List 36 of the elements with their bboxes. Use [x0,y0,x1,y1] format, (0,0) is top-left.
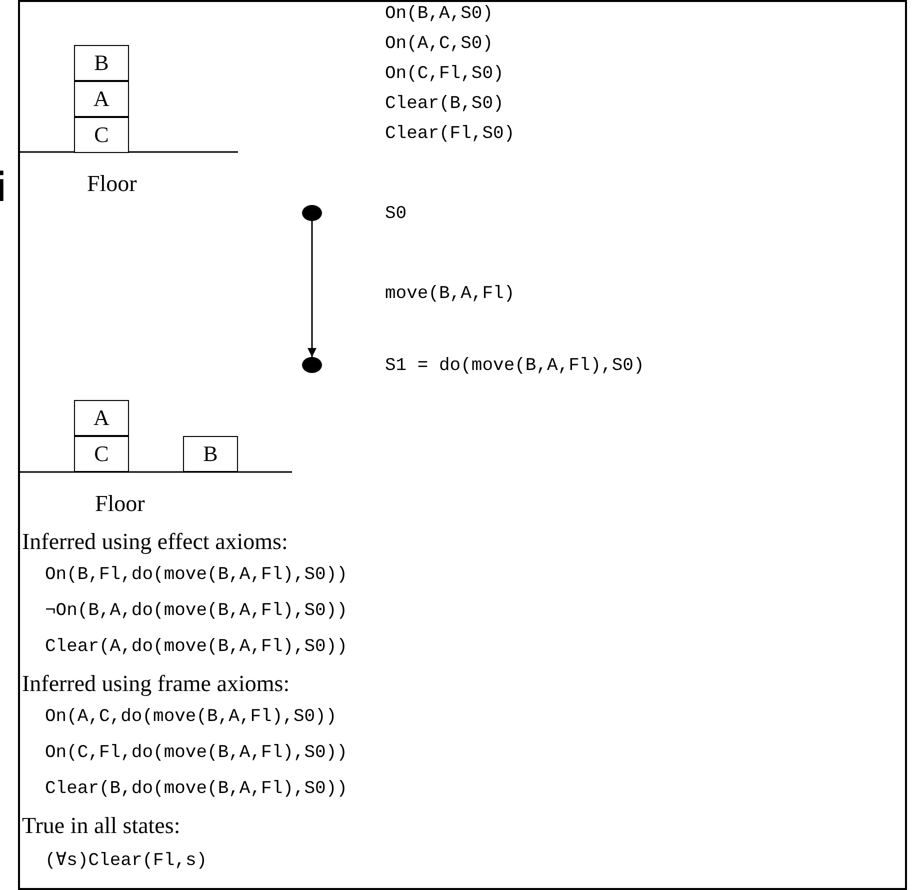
block-box [74,117,129,153]
block-label: C [94,122,109,148]
block-box [74,436,129,472]
predicate-text: Clear(B,S0) [385,95,504,113]
predicate-text: On(C,Fl,S0) [385,65,504,83]
block-box [183,436,238,472]
section-heading: Inferred using effect axioms: [22,530,288,553]
section-heading: True in all states: [22,814,180,837]
block-label: C [94,441,109,467]
formula-text: On(B,Fl,do(move(B,A,Fl),S0)) [45,566,348,584]
predicate-text: Clear(Fl,S0) [385,125,515,143]
state-dot [302,357,322,373]
state-label: S0 [385,205,407,223]
predicate-text: On(A,C,S0) [385,35,494,53]
formula-text: ¬On(B,A,do(move(B,A,Fl),S0)) [45,602,348,620]
formula-text: On(C,Fl,do(move(B,A,Fl),S0)) [45,744,348,762]
state-label: S1 = do(move(B,A,Fl),S0) [385,357,644,375]
state-dot [302,205,322,221]
arrow [308,221,316,357]
floor-label: Floor [95,492,145,515]
floor-label: Floor [87,172,137,195]
formula-text: (∀s)Clear(Fl,s) [45,852,208,870]
block-label: B [94,50,109,76]
block-label: A [94,405,110,431]
formula-text: Clear(A,do(move(B,A,Fl),S0)) [45,638,348,656]
stray-letter: i [0,168,8,208]
block-box [74,45,129,81]
block-label: A [94,86,110,112]
block-box [74,400,129,436]
section-heading: Inferred using frame axioms: [22,672,290,695]
edge-label: move(B,A,Fl) [385,285,515,303]
block-label: B [203,441,218,467]
predicate-text: On(B,A,S0) [385,5,494,23]
block-box [74,81,129,117]
formula-text: On(A,C,do(move(B,A,Fl),S0)) [45,708,337,726]
formula-text: Clear(B,do(move(B,A,Fl),S0)) [45,780,348,798]
